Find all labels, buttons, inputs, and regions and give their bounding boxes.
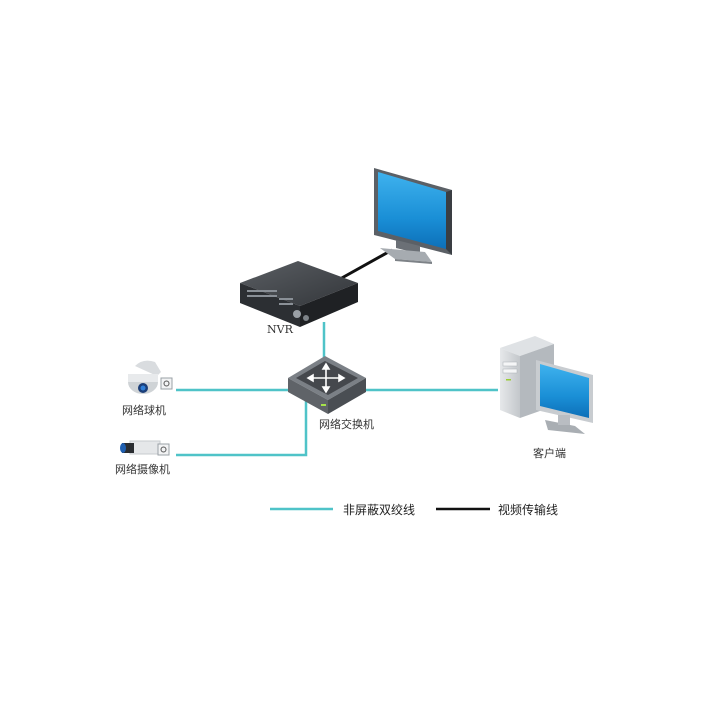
- legend-video-label: 视频传输线: [498, 503, 559, 517]
- switch-label: 网络交换机: [319, 418, 374, 431]
- desktop-computer-icon: [500, 336, 593, 434]
- nvr-icon: [240, 261, 358, 327]
- network-switch-icon: [288, 356, 366, 414]
- utp-line-camera-switch: [176, 398, 308, 457]
- dome-camera-label: 网络球机: [122, 404, 166, 417]
- box-camera-icon: [120, 440, 170, 456]
- connection-lines: [176, 248, 498, 457]
- nvr-label: NVR: [267, 323, 293, 336]
- box-camera-label: 网络摄像机: [115, 463, 170, 476]
- monitor-icon: [374, 168, 452, 264]
- dome-camera-icon: [128, 360, 173, 394]
- client-label: 客户端: [533, 447, 566, 460]
- video-line-nvr-monitor: [339, 248, 393, 281]
- legend-utp-label: 非屏蔽双绞线: [343, 503, 416, 517]
